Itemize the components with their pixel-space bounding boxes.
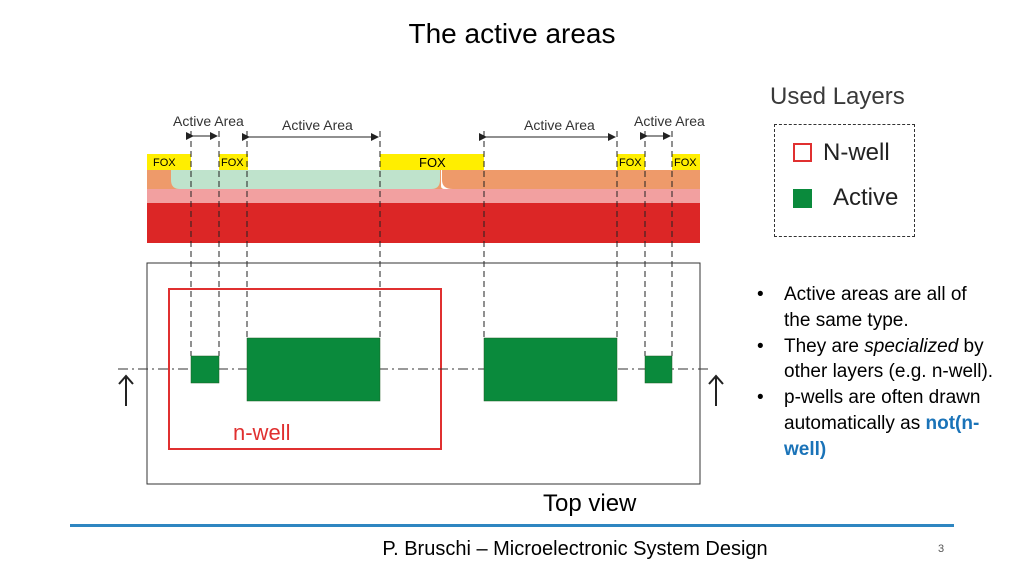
fox-label-1: FOX bbox=[153, 157, 176, 169]
fox-block-3 bbox=[380, 154, 484, 170]
bullet-highlight: not(n-well) bbox=[784, 412, 980, 460]
bullet-text: Active areas are all of the same type. bbox=[784, 284, 967, 331]
legend-active-label: Active bbox=[833, 184, 899, 211]
fox-label-2: FOX bbox=[221, 157, 244, 169]
bullet-item: •p-wells are often drawn automatically a… bbox=[757, 387, 981, 460]
fox-blocks: FOX FOX FOX FOX FOX bbox=[147, 154, 700, 170]
substrate-pink-layer bbox=[147, 189, 700, 203]
active-area-label-2: Active Area bbox=[282, 117, 353, 133]
bullet-text: They are bbox=[784, 335, 865, 357]
active-area-4 bbox=[644, 355, 673, 384]
bullet-item: •Active areas are all of the same type. bbox=[757, 284, 967, 331]
legend-active-swatch bbox=[793, 189, 812, 208]
substrate-layer bbox=[147, 203, 700, 243]
active-area-3 bbox=[483, 337, 618, 402]
bullet-text: by other layers (e.g. n-well). bbox=[784, 335, 994, 383]
legend-nwell-swatch bbox=[793, 143, 812, 162]
bullet-item: •They are specialized by other layers (e… bbox=[757, 335, 994, 383]
bullet-text: p-wells are often drawn automatically as bbox=[784, 387, 981, 434]
fox-label-4: FOX bbox=[619, 157, 642, 169]
fox-label-5: FOX bbox=[674, 157, 697, 169]
fox-label-3: FOX bbox=[419, 155, 446, 170]
legend-box bbox=[774, 124, 915, 237]
cross-section: FOX FOX FOX FOX FOX Active Area Active A… bbox=[147, 113, 705, 243]
fox-block-4 bbox=[617, 154, 645, 170]
footer-divider bbox=[70, 524, 954, 527]
fox-block-5 bbox=[672, 154, 700, 170]
active-area-label-4: Active Area bbox=[634, 113, 705, 129]
nwell-label: n-well bbox=[233, 420, 290, 445]
top-view-caption: Top view bbox=[543, 490, 637, 517]
top-view-layout: n-well bbox=[118, 262, 724, 485]
active-area-label-1: Active Area bbox=[173, 113, 244, 129]
legend-title: Used Layers bbox=[770, 83, 905, 110]
cut-direction-arrow-left bbox=[118, 374, 134, 406]
fox-block-2 bbox=[219, 154, 248, 170]
legend-nwell-label: N-well bbox=[823, 139, 890, 166]
slide-title: The active areas bbox=[408, 18, 616, 49]
nwell-right-cross-section bbox=[442, 170, 700, 189]
footer-text: P. Bruschi – Microelectronic System Desi… bbox=[382, 538, 768, 560]
active-area-2 bbox=[246, 337, 381, 402]
alignment-guides bbox=[190, 131, 673, 356]
die-outline bbox=[146, 262, 701, 485]
active-area-1 bbox=[190, 355, 220, 384]
active-area-label-3: Active Area bbox=[524, 117, 595, 133]
active-area-dimensions bbox=[186, 132, 671, 141]
active-left-large-diffusion bbox=[180, 170, 440, 189]
cut-direction-arrow-right bbox=[708, 374, 724, 406]
page-number: 3 bbox=[938, 543, 945, 555]
fox-block-1 bbox=[147, 154, 191, 170]
bullet-emphasis: specialized bbox=[864, 335, 959, 357]
bullet-list: •Active areas are all of the same type. … bbox=[757, 282, 997, 463]
